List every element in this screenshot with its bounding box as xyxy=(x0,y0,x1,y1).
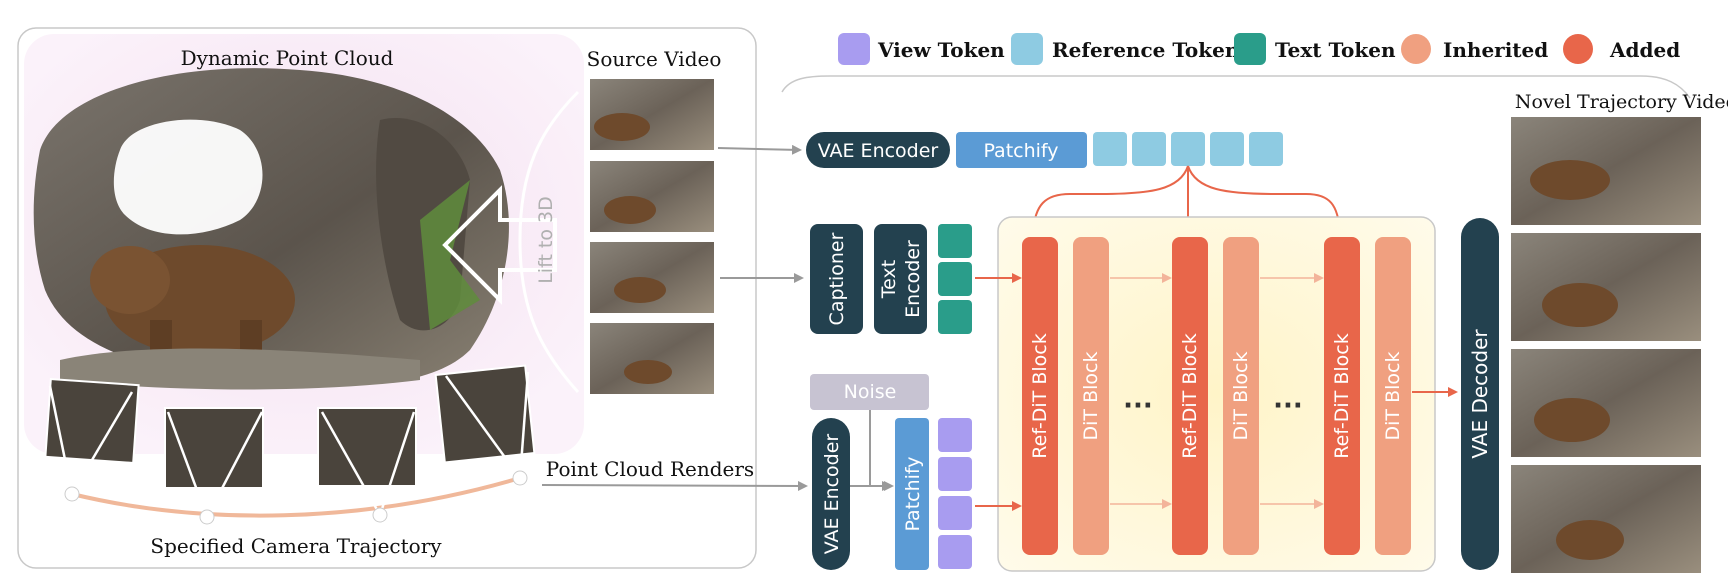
source-frame-4 xyxy=(588,321,716,396)
arrow-renders-to-vae xyxy=(541,480,808,491)
output-frame-2 xyxy=(1509,231,1703,343)
lift-to-3d-arrow xyxy=(442,90,580,394)
vae-decoder-label: VAE Decoder xyxy=(1468,329,1492,459)
captioner xyxy=(810,224,863,334)
vae-encoder-top-label: VAE Encoder xyxy=(818,140,939,162)
ref-dit-block-1-label: Ref-DiT Block xyxy=(1029,333,1051,459)
ref-dit-block-1 xyxy=(1022,237,1058,555)
ref-token xyxy=(1132,132,1166,166)
text-token xyxy=(938,262,972,296)
output-frame-3 xyxy=(1509,347,1703,459)
patchify-top xyxy=(956,132,1087,168)
render-frame-4 xyxy=(434,364,536,464)
text-token xyxy=(938,224,972,258)
source-video-title: Source Video xyxy=(587,47,722,71)
source-frame-1 xyxy=(588,77,716,152)
view-token xyxy=(938,418,972,452)
render-frame-3 xyxy=(317,407,417,487)
renders-label: Point Cloud Renders xyxy=(546,457,754,481)
text-encoder-label-1: Text xyxy=(878,260,900,299)
patchify-bottom-label: Patchify xyxy=(902,456,924,531)
ref-token xyxy=(1210,132,1244,166)
text-token xyxy=(938,300,972,334)
source-frame-3 xyxy=(588,240,716,315)
captioner-label: Captioner xyxy=(826,232,848,325)
reference-tokens xyxy=(1093,132,1283,166)
legend-label-view: View Token xyxy=(877,38,1005,62)
text-encoder-label-2: Encoder xyxy=(902,240,924,318)
dit-blocks: Ref-DiT Block DiT Block Ref-DiT Block Di… xyxy=(1022,237,1411,555)
ref-token xyxy=(1171,132,1205,166)
trajectory-label: Specified Camera Trajectory xyxy=(150,534,442,558)
vae-encoder-bottom-label: VAE Encoder xyxy=(821,434,843,555)
dit-block-2 xyxy=(1223,237,1259,555)
noise-label: Noise xyxy=(844,381,897,403)
pipeline-bracket xyxy=(781,75,1691,99)
legend-swatch-text xyxy=(1234,33,1266,65)
legend-label-text: Text Token xyxy=(1275,38,1396,62)
source-video-frames xyxy=(588,77,716,396)
render-frame-2 xyxy=(164,407,264,489)
dit-block-1 xyxy=(1073,237,1109,555)
legend-swatch-added xyxy=(1563,34,1593,64)
arrow-source-to-vae xyxy=(717,144,802,155)
ref-dit-block-3-label: Ref-DiT Block xyxy=(1331,333,1353,459)
novel-trajectory-title: Novel Trajectory Video xyxy=(1515,91,1728,113)
dynamic-point-cloud-title: Dynamic Point Cloud xyxy=(181,46,394,70)
vae-encoder-bottom xyxy=(812,418,850,570)
text-tokens xyxy=(938,224,972,334)
lift-label: Lift to 3D xyxy=(535,196,557,284)
view-token xyxy=(938,457,972,491)
ref-dit-block-2 xyxy=(1172,237,1208,555)
ellipsis-2: ··· xyxy=(1273,391,1303,421)
inherited-arrows xyxy=(1110,273,1324,509)
view-tokens xyxy=(938,418,972,569)
dit-container xyxy=(997,216,1436,572)
render-frame-1 xyxy=(44,377,140,465)
vae-encoder-top xyxy=(806,132,950,168)
legend-label-added: Added xyxy=(1609,38,1680,62)
ref-token xyxy=(1249,132,1283,166)
legend-swatch-reference xyxy=(1011,33,1043,65)
noise-box xyxy=(810,374,929,410)
ref-dit-block-2-label: Ref-DiT Block xyxy=(1179,333,1201,459)
camera-node-1 xyxy=(64,486,80,502)
source-frame-2 xyxy=(588,159,716,234)
patchify-bottom xyxy=(895,418,929,570)
dit-block-3 xyxy=(1375,237,1411,555)
legend-swatch-inherited xyxy=(1401,34,1431,64)
view-token xyxy=(938,496,972,530)
dit-block-1-label: DiT Block xyxy=(1080,352,1102,441)
legend-label-inherited: Inherited xyxy=(1443,38,1548,62)
ref-dit-block-3 xyxy=(1324,237,1360,555)
arrow-noise-to-patchify xyxy=(869,410,892,491)
camera-node-4 xyxy=(512,470,528,486)
legend: View Token Reference Token Text Token In… xyxy=(838,33,1680,65)
legend-label-reference: Reference Token xyxy=(1052,38,1240,62)
patchify-top-label: Patchify xyxy=(983,140,1058,162)
camera-frustums xyxy=(44,364,536,525)
camera-trajectory-path xyxy=(71,476,521,518)
point-cloud-scene xyxy=(33,68,509,390)
ellipsis-1: ··· xyxy=(1123,391,1153,421)
vae-decoder xyxy=(1461,218,1499,570)
camera-node-2 xyxy=(199,509,215,525)
ref-token xyxy=(1093,132,1127,166)
text-encoder xyxy=(874,224,927,334)
view-token xyxy=(938,535,972,569)
dit-block-3-label: DiT Block xyxy=(1382,352,1404,441)
legend-swatch-view xyxy=(838,33,870,65)
dit-block-2-label: DiT Block xyxy=(1230,352,1252,441)
camera-node-3 xyxy=(372,507,388,523)
output-frames xyxy=(1509,115,1703,575)
